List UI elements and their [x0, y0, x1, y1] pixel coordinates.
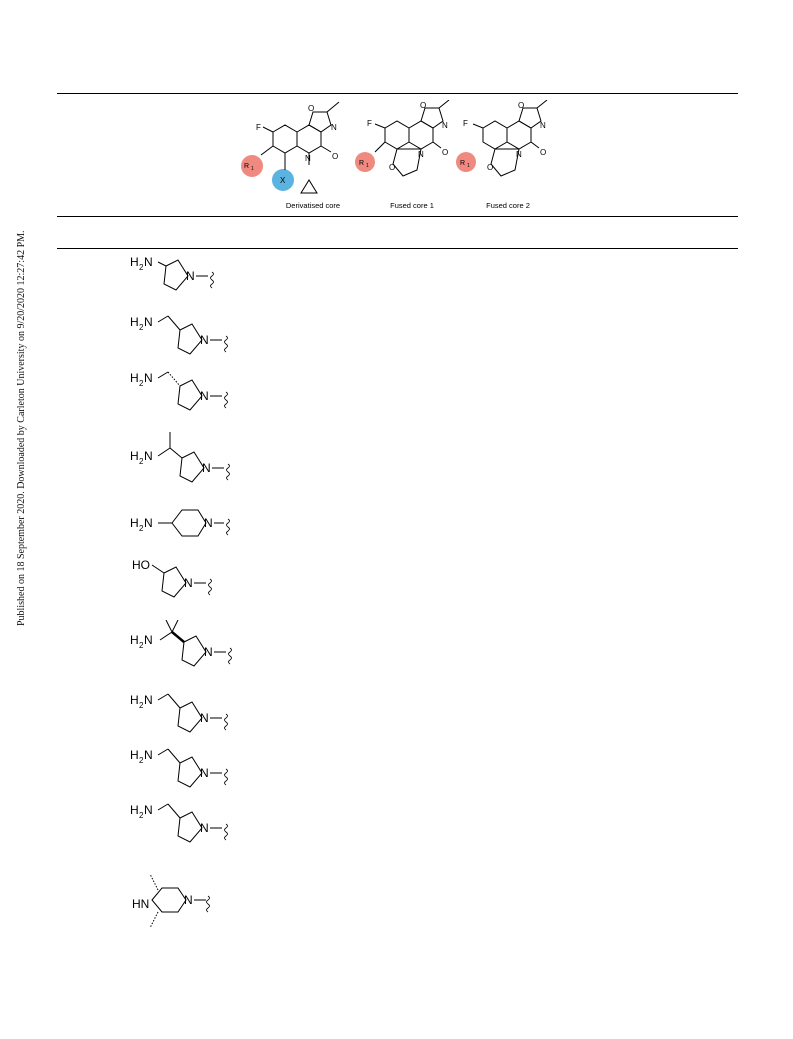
fused2-atom-o-carbonyl: O	[540, 148, 546, 157]
fused2-atom-r1-sub: 1	[467, 163, 470, 169]
table-body-rule	[57, 248, 738, 249]
table-header-rule	[57, 216, 738, 217]
publication-note: Published on 18 September 2020. Download…	[16, 230, 27, 626]
fused2-atom-f: F	[463, 119, 468, 128]
group-label-subscript: 2	[139, 379, 144, 388]
ring-n-label: N	[200, 766, 209, 780]
fused2-atom-o-ring: O	[487, 163, 493, 172]
fused1-atom-n-oxazole: N	[442, 121, 448, 130]
substituent-structure: HO N	[132, 558, 212, 598]
ring-n-label: N	[200, 821, 209, 835]
ring-n-label: N	[200, 389, 209, 403]
group-label-subscript: 2	[139, 524, 144, 533]
fused2-atom-n: N	[516, 150, 522, 159]
group-label-subscript: 2	[139, 641, 144, 650]
substituent-structure: HN N	[132, 873, 210, 929]
fused1-atom-o-oxazole: O	[420, 101, 426, 110]
group-label: H	[130, 255, 139, 269]
core-label-fused-1: Fused core 1	[390, 201, 434, 210]
ring-n-label: N	[186, 269, 195, 283]
atom-label-o-oxazole: O	[308, 104, 314, 113]
fused1-atom-o-carbonyl: O	[442, 148, 448, 157]
ring-n-label: N	[184, 576, 193, 590]
fused1-atom-o-ring: O	[389, 163, 395, 172]
ring-n-label: N	[200, 711, 209, 725]
core-label-fused-2: Fused core 2	[486, 201, 530, 210]
fused2-atom-n-oxazole: N	[540, 121, 546, 130]
ring-n-label: N	[184, 893, 193, 907]
group-label: HN	[132, 897, 149, 911]
fused-core-1-structure	[355, 100, 450, 177]
fused2-atom-r1: R	[460, 160, 465, 167]
group-label: H	[130, 633, 139, 647]
fused2-atom-o-oxazole: O	[518, 101, 524, 110]
group-label-subscript: 2	[139, 263, 144, 272]
group-label-subscript: 2	[139, 756, 144, 765]
atom-label-o-carbonyl: O	[332, 152, 338, 161]
group-label-n: N	[144, 748, 153, 762]
atom-label-n-oxazole: N	[331, 123, 337, 132]
core-label-derivatised: Derivatised core	[285, 201, 341, 210]
derivatised-core-structure	[241, 101, 340, 194]
ring-n-label: N	[200, 333, 209, 347]
group-label-n: N	[144, 516, 153, 530]
fused1-atom-r1-sub: 1	[366, 163, 369, 169]
group-label: H	[130, 748, 139, 762]
group-label: HO	[132, 558, 150, 572]
group-label: H	[130, 449, 139, 463]
atom-label-f: F	[256, 123, 261, 132]
atom-label-x: X	[280, 176, 286, 185]
group-label-subscript: 2	[139, 323, 144, 332]
group-label-subscript: 2	[139, 811, 144, 820]
fused-core-2-structure	[456, 100, 548, 177]
group-label-n: N	[144, 693, 153, 707]
group-label-subscript: 2	[139, 701, 144, 710]
group-label: H	[130, 803, 139, 817]
group-label-n: N	[144, 803, 153, 817]
group-label-n: N	[144, 633, 153, 647]
core-structures-figure: F R 1 X N N O O F R 1 N O O N O	[241, 100, 548, 194]
group-label: H	[130, 693, 139, 707]
ring-n-label: N	[202, 461, 211, 475]
atom-label-n: N	[305, 154, 311, 163]
group-label-n: N	[144, 315, 153, 329]
group-label-n: N	[144, 449, 153, 463]
atom-label-r1-sub: 1	[251, 166, 254, 172]
group-label-n: N	[144, 255, 153, 269]
ring-n-label: N	[204, 645, 213, 659]
group-label: H	[130, 516, 139, 530]
ring-n-label: N	[204, 516, 213, 530]
group-label: H	[130, 315, 139, 329]
fused1-atom-r1: R	[359, 160, 364, 167]
group-label: H	[130, 371, 139, 385]
group-label-n: N	[144, 371, 153, 385]
group-label-subscript: 2	[139, 457, 144, 466]
fused1-atom-n: N	[418, 150, 424, 159]
atom-label-r1: R	[244, 163, 249, 170]
fused1-atom-f: F	[367, 119, 372, 128]
table-top-rule	[57, 93, 738, 94]
